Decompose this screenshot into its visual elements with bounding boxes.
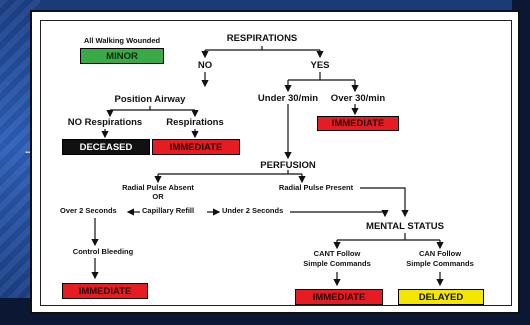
respirations-label: RESPIRATIONS — [226, 33, 298, 44]
immediate-bleeding-box: IMMEDIATE — [62, 283, 148, 299]
perfusion-label: PERFUSION — [260, 160, 316, 171]
deceased-box: DECEASED — [62, 139, 150, 155]
over-30-label: Over 30/min — [330, 93, 386, 104]
or-label: OR — [152, 192, 164, 201]
immediate-over30-box: IMMEDIATE — [317, 116, 399, 131]
control-bleeding-label: Control Bleeding — [72, 247, 134, 256]
over-2-seconds-label: Over 2 Seconds — [60, 206, 117, 215]
all-walking-wounded-label: All Walking Wounded — [83, 36, 161, 45]
radial-pulse-absent-label: Radial Pulse Absent — [122, 183, 194, 192]
can-follow-label: CAN Follow — [418, 249, 462, 258]
respirations-yes-label: Respirations — [166, 117, 224, 128]
yes-label: YES — [310, 60, 330, 71]
flowchart-frame — [40, 20, 512, 306]
minor-box: MINOR — [80, 48, 164, 64]
no-label: NO — [197, 60, 213, 71]
immediate-mental-box: IMMEDIATE — [295, 289, 383, 305]
cant-follow-commands-label: Simple Commands — [303, 259, 371, 268]
mental-status-label: MENTAL STATUS — [366, 221, 444, 232]
connector-radial-present-line — [360, 187, 409, 218]
immediate-resp-box: IMMEDIATE — [152, 139, 240, 155]
radial-pulse-present-label: Radial Pulse Present — [278, 183, 354, 192]
capillary-refill-label: Capillary Refill — [142, 206, 195, 215]
position-airway-label: Position Airway — [114, 94, 186, 105]
cant-follow-label: CANT Follow — [313, 249, 361, 258]
under-30-label: Under 30/min — [257, 93, 319, 104]
can-follow-commands-label: Simple Commands — [406, 259, 474, 268]
connector-under2-to-mental — [290, 210, 389, 218]
decorative-dots: ... — [25, 145, 31, 156]
delayed-box: DELAYED — [398, 289, 484, 305]
no-respirations-label: NO Respirations — [67, 117, 143, 128]
under-2-seconds-label: Under 2 Seconds — [222, 206, 284, 215]
